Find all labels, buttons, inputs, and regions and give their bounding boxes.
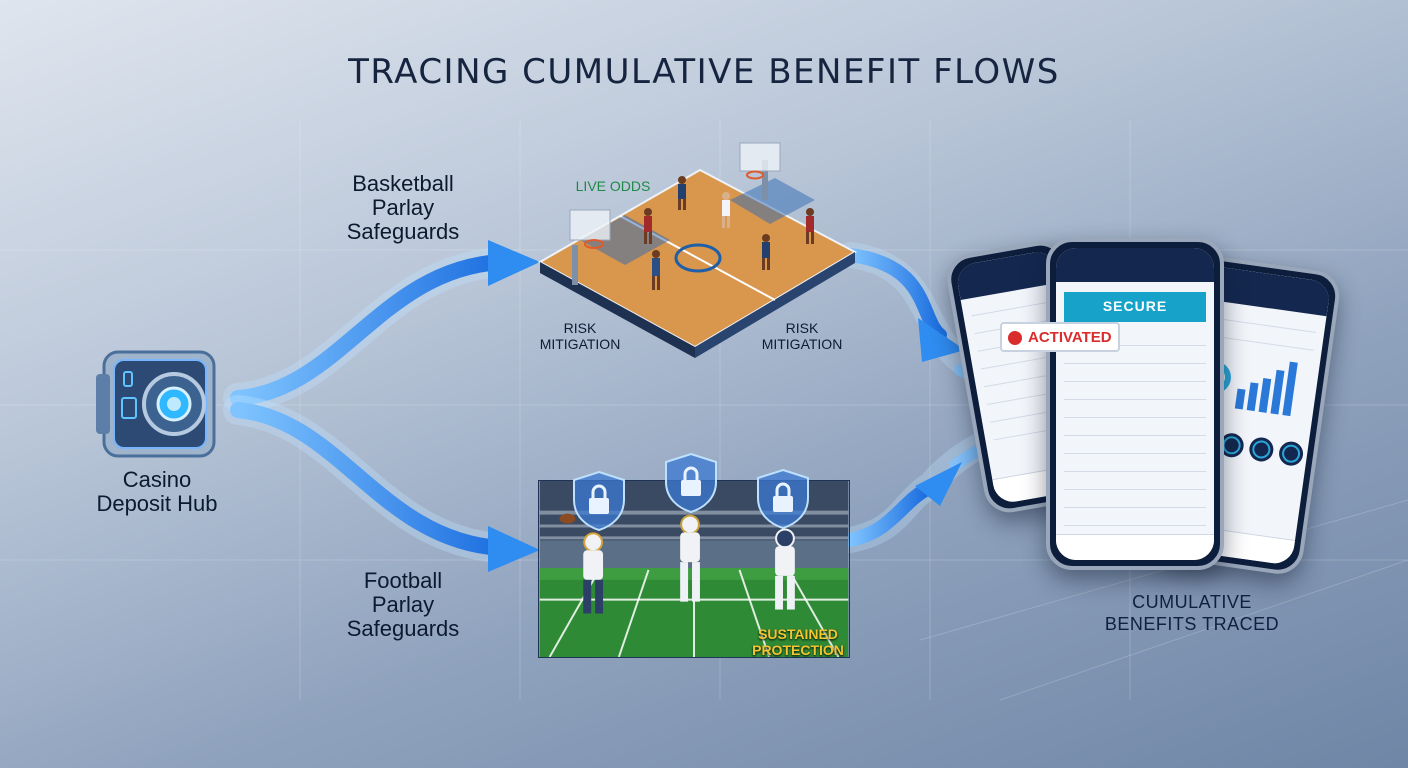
activated-badge: ACTIVATED [1000,322,1120,352]
sustained-line2: PROTECTION [752,642,844,658]
secure-banner: SECURE [1064,292,1206,322]
lock-shield-icon [573,470,625,532]
phone-row [1064,512,1206,526]
lock-shield-icon [757,468,809,530]
risk-mitigation-left: RISK MITIGATION [526,320,634,352]
basketball-label-line2: Parlay [371,195,435,220]
basketball-label: Basketball Parlay Safeguards [318,172,488,244]
basketball-label-line3: Safeguards [346,219,460,244]
phone-row [1064,458,1206,472]
phone-row [1064,332,1206,346]
arrowhead-basketball [488,240,540,286]
football-label: Football Parlay Safeguards [318,569,488,641]
phone-row [1064,422,1206,436]
basketball-label-line1: Basketball [352,171,454,196]
phone-row [1064,476,1206,490]
lock-shield-icon [665,452,717,514]
risk-mitigation-right-line1: RISK [785,320,819,336]
phone-center: SECURE [1046,238,1224,570]
hub-label-line2: Deposit Hub [96,491,218,516]
sustained-protection-label: SUSTAINED PROTECTION [740,626,856,658]
arrowhead-phones-top [918,318,965,362]
phone-center-nav [1056,534,1214,560]
phone-row [1064,368,1206,382]
arrowhead-football [488,526,540,572]
football-label-line3: Safeguards [346,616,460,641]
phone-center-header [1056,248,1214,282]
page-title: TRACING CUMULATIVE BENEFIT FLOWS [348,52,1060,92]
phone-row [1064,404,1206,418]
cumulative-label: CUMULATIVE BENEFITS TRACED [1062,591,1322,635]
alert-icon [1008,331,1022,345]
sustained-line1: SUSTAINED [758,626,838,642]
risk-mitigation-right: RISK MITIGATION [748,320,856,352]
risk-mitigation-left-line2: MITIGATION [539,336,621,352]
arrowhead-phones-bottom [915,462,962,506]
vault-icon [96,350,216,458]
risk-mitigation-left-line1: RISK [563,320,597,336]
football-label-line2: Parlay [371,592,435,617]
hub-label: Casino Deposit Hub [62,468,252,516]
risk-mitigation-right-line2: MITIGATION [761,336,843,352]
phone-row [1064,494,1206,508]
phone-center-screen: SECURE [1056,248,1214,560]
hub-label-line1: Casino [122,467,192,492]
activated-text: ACTIVATED [1028,329,1112,346]
basketball-court-illustration [537,142,858,358]
live-odds-label: LIVE ODDS [575,178,651,194]
phone-row [1064,350,1206,364]
phone-row [1064,386,1206,400]
cumulative-label-line1: CUMULATIVE [1132,592,1252,612]
football-label-line1: Football [363,568,443,593]
phone-row [1064,440,1206,454]
cumulative-label-line2: BENEFITS TRACED [1104,614,1280,634]
